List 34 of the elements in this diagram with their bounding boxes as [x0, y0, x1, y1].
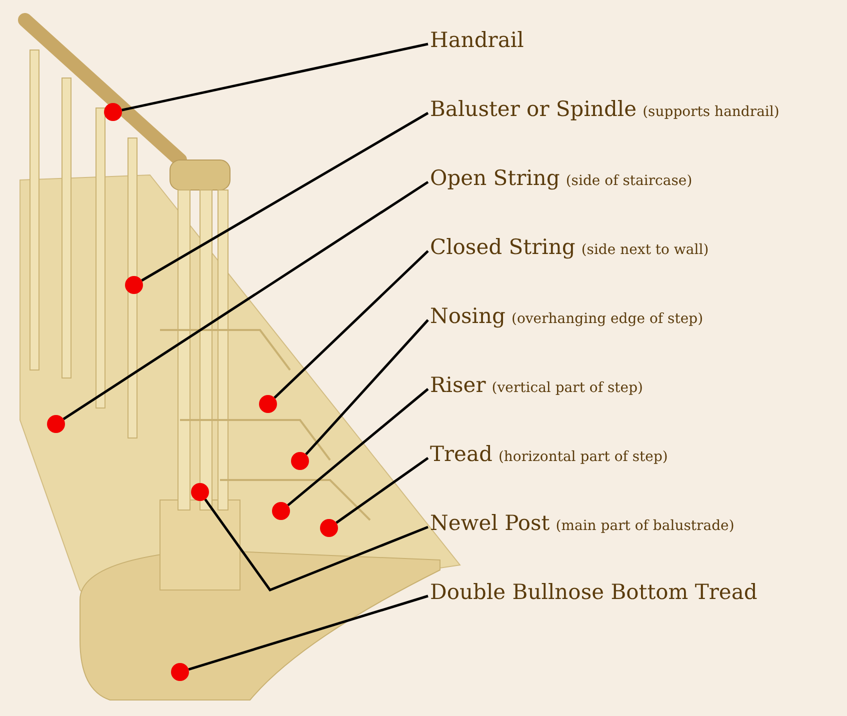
- callout-dot: [272, 502, 290, 520]
- leader-line: [188, 594, 428, 671]
- part-description: (side next to wall): [581, 242, 709, 258]
- part-name: Nosing: [430, 304, 506, 328]
- callout-dot: [104, 103, 122, 121]
- part-description: (vertical part of step): [492, 380, 644, 396]
- callout-dot: [291, 452, 309, 470]
- part-name: Baluster or Spindle: [430, 97, 637, 121]
- leader-line: [62, 180, 429, 420]
- callout-dot: [320, 519, 338, 537]
- part-description: (supports handrail): [642, 104, 780, 120]
- part-name: Open String: [430, 166, 560, 190]
- leader-line: [141, 112, 429, 282]
- callout-dot: [125, 276, 143, 294]
- part-name: Double Bullnose Bottom Tread: [430, 580, 758, 604]
- callout-dot: [259, 395, 277, 413]
- leader-line: [274, 250, 429, 399]
- part-name: Tread: [430, 442, 492, 466]
- part-name: Handrail: [430, 28, 524, 52]
- part-name: Riser: [430, 373, 486, 397]
- part-name: Newel Post: [430, 511, 550, 535]
- leader-line: [305, 319, 429, 456]
- part-name: Closed String: [430, 235, 576, 259]
- part-description: (side of staircase): [566, 173, 692, 189]
- callout-dot: [191, 483, 209, 501]
- callout-dot: [171, 663, 189, 681]
- callout-dot: [47, 415, 65, 433]
- leader-line: [287, 388, 429, 506]
- leader-line: [204, 498, 428, 592]
- part-description: (overhanging edge of step): [511, 311, 704, 327]
- part-description: (horizontal part of step): [498, 449, 668, 465]
- part-description: (main part of balustrade): [556, 518, 734, 534]
- leader-line: [122, 42, 428, 112]
- leader-line: [336, 456, 429, 524]
